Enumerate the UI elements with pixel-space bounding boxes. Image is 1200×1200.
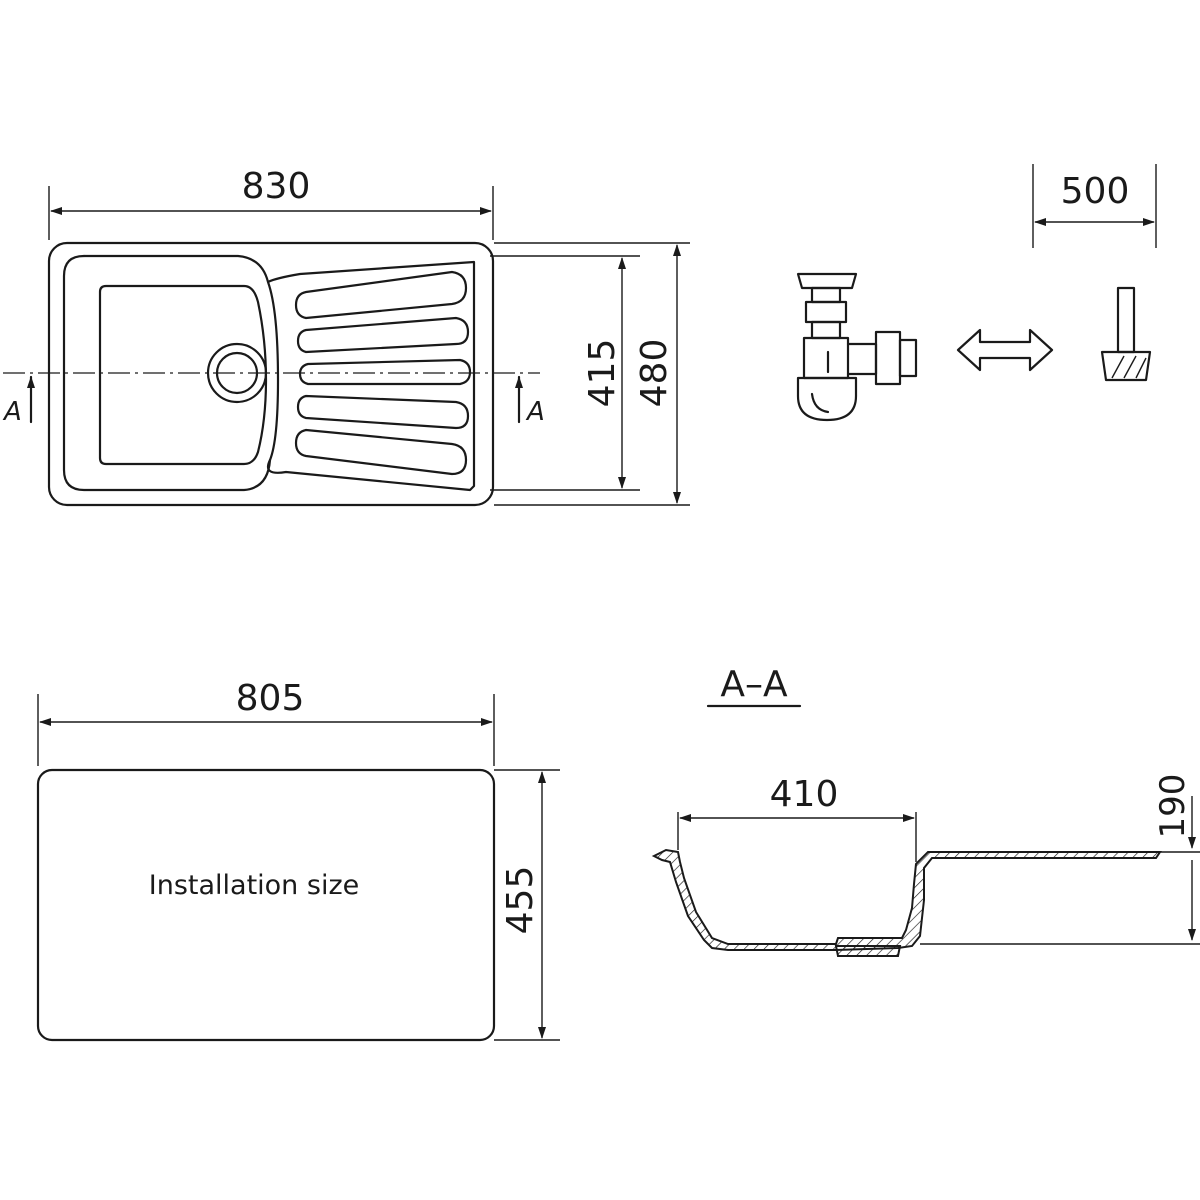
installation-caption: Installation size xyxy=(149,870,359,901)
installation-height-label: 455 xyxy=(500,866,541,935)
drainboard-groove xyxy=(296,394,470,430)
inner-height-label: 415 xyxy=(582,339,623,408)
siphon-block: 500 xyxy=(796,164,1157,422)
drainboard-groove xyxy=(296,316,470,354)
installation-view: Installation size 805 455 xyxy=(36,678,560,1042)
section-profile xyxy=(651,848,1162,951)
depth-label: 190 xyxy=(1153,774,1193,839)
siphon-icon xyxy=(796,272,918,422)
installation-cutout xyxy=(36,768,496,1042)
width-dimension-label: 830 xyxy=(242,166,311,207)
double-arrow-icon xyxy=(956,328,1054,372)
sink-outer-outline xyxy=(47,241,495,507)
section-view: A–A 410 190 xyxy=(651,664,1200,957)
drain-plug-icon xyxy=(1100,286,1152,382)
section-mark-right: A xyxy=(525,397,545,427)
drainboard-groove xyxy=(298,358,472,386)
bowl-outer-wall xyxy=(62,254,272,492)
drainboard-grooves xyxy=(294,270,472,476)
installation-width-label: 805 xyxy=(236,678,305,719)
top-view: A A 830 415 480 xyxy=(2,166,690,507)
bowl-bottom xyxy=(98,284,268,466)
section-title: A–A xyxy=(720,664,788,705)
max-height-label: 500 xyxy=(1061,171,1130,212)
section-mark-left: A xyxy=(2,397,22,427)
drainboard-groove xyxy=(294,270,468,320)
bowl-width-label: 410 xyxy=(770,774,839,815)
drain-outlet xyxy=(834,945,902,957)
sink-inner-contour xyxy=(82,254,476,492)
drainboard-groove xyxy=(294,428,468,476)
outer-height-label: 480 xyxy=(634,339,675,408)
